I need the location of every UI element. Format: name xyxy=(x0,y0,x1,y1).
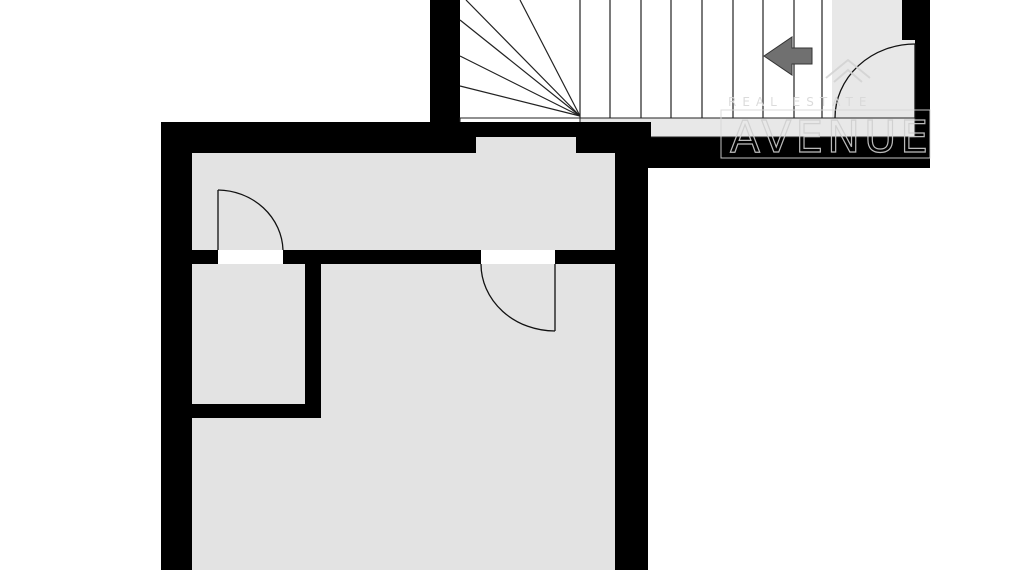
room-wall-left xyxy=(161,122,192,570)
stair-wall-right-top xyxy=(902,0,930,40)
room-wall-right xyxy=(615,137,648,570)
stair-winder-treads xyxy=(459,0,581,117)
small-room-door xyxy=(217,189,284,251)
stair-wall-right-bottom xyxy=(915,40,930,168)
interior-wall-a xyxy=(192,250,218,264)
main-room-door xyxy=(480,263,556,332)
interior-wall-c xyxy=(555,250,615,264)
watermark-brand: AVENUE xyxy=(730,112,932,163)
arrow-left-icon xyxy=(763,36,813,76)
corridor-floor xyxy=(192,153,615,250)
small-room-wall-bottom xyxy=(192,404,321,418)
small-room-wall-right xyxy=(305,250,321,418)
stair-landing-lower xyxy=(832,40,915,118)
watermark-frame xyxy=(720,109,931,159)
watermark-tagline: REAL ESTATE xyxy=(728,95,872,109)
watermark: REAL ESTATE AVENUE xyxy=(720,58,932,164)
rooms-area xyxy=(161,122,651,570)
interior-wall-b xyxy=(283,250,481,264)
entrance-door xyxy=(834,43,916,119)
doorway-to-stairs xyxy=(476,137,576,153)
house-roof-logo-icon xyxy=(825,58,871,83)
small-room-floor xyxy=(192,264,305,404)
room-wall-top xyxy=(161,122,651,153)
lower-room-floor xyxy=(192,418,321,570)
main-room-floor xyxy=(321,264,615,570)
